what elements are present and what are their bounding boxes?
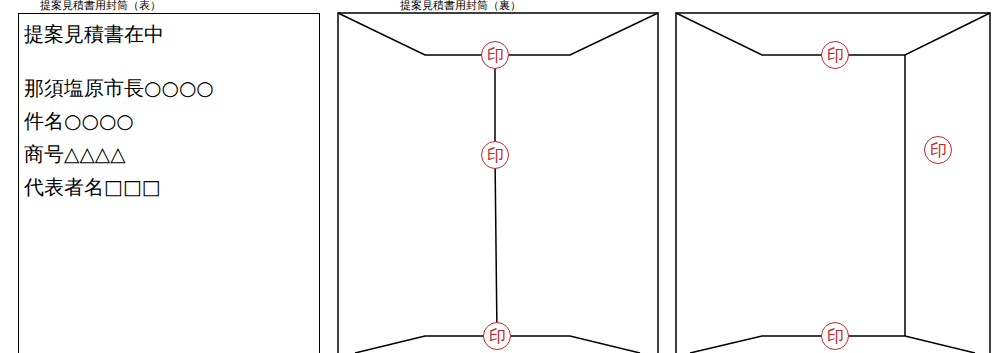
figure-caption: 提案見積書用封筒（裏） xyxy=(400,0,521,12)
envelope-back xyxy=(676,13,990,353)
seam-line xyxy=(904,55,906,336)
seal-stamp: 印 xyxy=(481,41,509,69)
address-line: 那須塩原市長○○○○ xyxy=(24,76,214,100)
seal-stamp: 印 xyxy=(821,322,849,350)
seal-stamp: 印 xyxy=(924,136,952,164)
figure-caption: 提案見積書用封筒（表） xyxy=(40,0,161,12)
enclosure-note: 提案見積書在中 xyxy=(24,22,164,46)
address-line: 商号△△△△ xyxy=(24,142,126,166)
seal-stamp: 印 xyxy=(483,322,511,350)
address-line: 代表者名□□□ xyxy=(24,175,161,199)
seal-stamp: 印 xyxy=(821,41,849,69)
seal-stamp: 印 xyxy=(481,141,509,169)
seam-line xyxy=(495,155,497,336)
address-line: 件名○○○○ xyxy=(24,109,134,133)
envelope-back xyxy=(338,13,658,353)
seam-line xyxy=(494,55,496,155)
envelope-front: 提案見積書在中那須塩原市長○○○○ 件名○○○○ 商号△△△△ 代表者名□□□ xyxy=(18,13,320,353)
